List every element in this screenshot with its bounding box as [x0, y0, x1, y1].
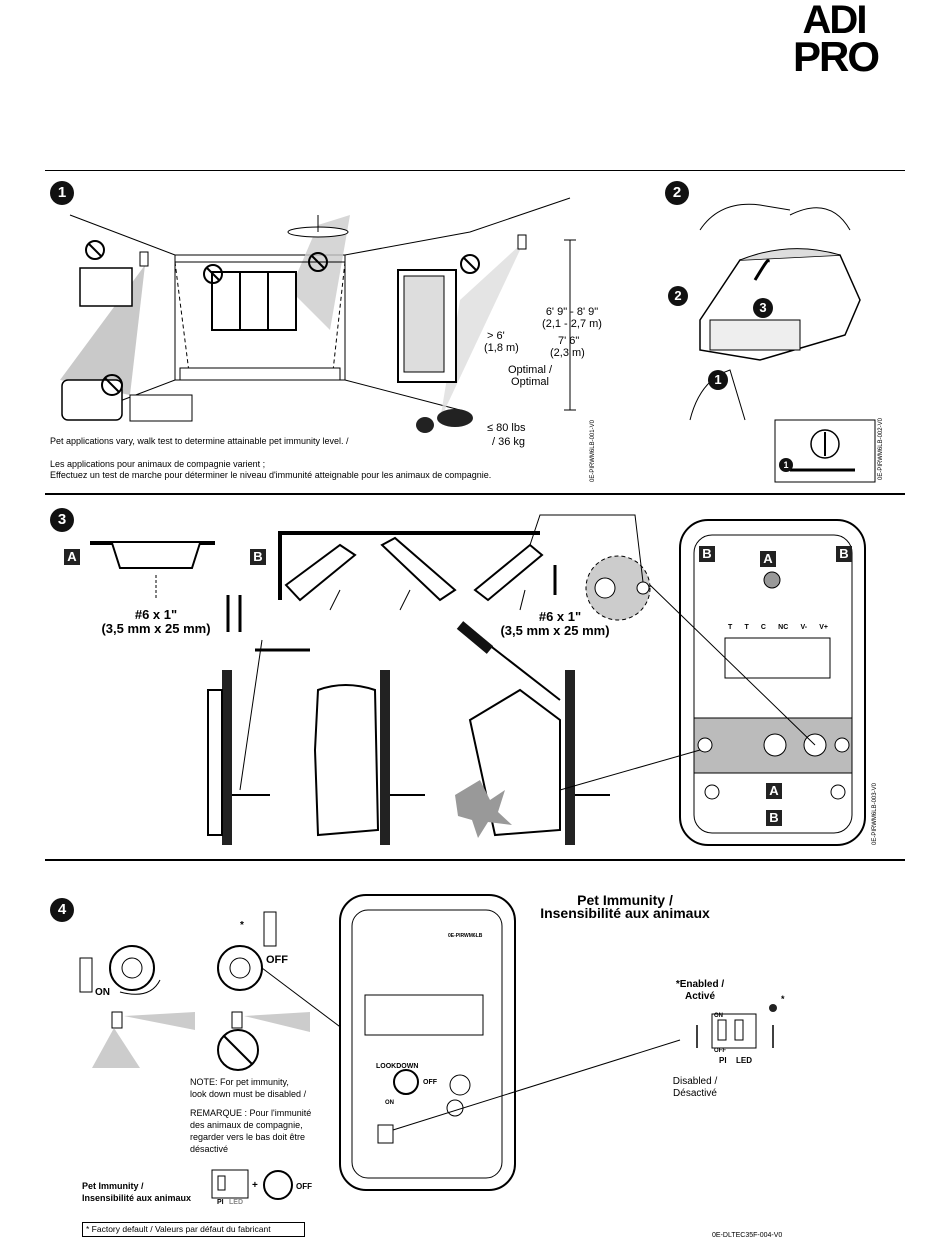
brand-line2: PRO	[793, 33, 880, 80]
pet-note-fr-1: Les applications pour animaux de compagn…	[50, 459, 266, 469]
remarque-line-1: REMARQUE : Pour l'immunité	[190, 1108, 312, 1118]
pet-note-fr-2: Effectuez un test de marche pour détermi…	[50, 470, 492, 480]
board-label: 0E-PIRWM6LB	[448, 933, 483, 939]
lookdown-label: LOOKDOWN	[376, 1063, 419, 1070]
remarque-line-2: des animaux de compagnie,	[190, 1120, 303, 1130]
min-height: > 6'	[487, 330, 505, 342]
plate-label-a-bottom: A	[766, 783, 782, 799]
callout-3: 3	[753, 298, 773, 318]
step-number-3: 3	[50, 508, 74, 532]
led-asterisk: *	[781, 994, 785, 1004]
bottom-off-label: OFF	[296, 1182, 312, 1191]
dip-led-label: LED	[736, 1056, 752, 1065]
optimal-height-metric: (2,3 m)	[550, 347, 585, 359]
bottom-pi-label: PI	[217, 1199, 224, 1206]
dip-on-label: ON	[714, 1013, 723, 1019]
bottom-led-label: LED	[229, 1199, 243, 1206]
plate-label-b-left: B	[699, 546, 715, 562]
board-off-label: OFF	[423, 1079, 437, 1086]
optimal-label-fr: Optimal	[511, 376, 549, 388]
screw-a-metric: (3,5 mm x 25 mm)	[101, 621, 211, 636]
height-range: 6' 9" - 8' 9"	[545, 306, 599, 318]
disabled-label: Disabled /	[672, 1076, 718, 1087]
pet-weight-metric: / 36 kg	[492, 436, 526, 448]
pet-weight: ≤ 80 lbs	[487, 422, 526, 434]
asterisk-middle: *	[240, 920, 244, 931]
section-rule-2	[45, 859, 905, 861]
terminal-label: V+	[819, 624, 828, 631]
plate-label-a: A	[760, 551, 776, 567]
remarque-line-3: regarder vers le bas doit être	[190, 1132, 306, 1142]
min-height-metric: (1,8 m)	[484, 342, 519, 354]
terminal-label: C	[760, 624, 766, 631]
pet-immunity-title: Pet Immunity /	[577, 892, 673, 908]
terminal-label: T	[744, 624, 749, 631]
enabled-label-fr: Activé	[684, 991, 715, 1002]
callout-2: 2	[668, 286, 688, 306]
callout-small-1: 1	[779, 458, 793, 472]
terminal-label: NC	[778, 624, 789, 631]
plate-label-b-bottom: B	[766, 810, 782, 826]
board-on-label: ON	[385, 1100, 394, 1106]
factory-default-note: * Factory default / Valeurs par défaut d…	[82, 1222, 305, 1237]
optimal-height: 7' 6"	[558, 335, 580, 347]
optimal-label: Optimal /	[507, 364, 552, 376]
label-b: B	[250, 549, 266, 565]
pet-immunity-bottom: Pet Immunity /	[82, 1181, 144, 1191]
dip-pi-label: PI	[719, 1056, 727, 1065]
code-step4: 0E-DLTEC35F-004-V0	[712, 1232, 783, 1239]
callout-1: 1	[708, 370, 728, 390]
brand-logo: ADI PRO	[793, 0, 880, 80]
label-a: A	[64, 549, 80, 565]
terminal-label: V-	[800, 624, 808, 631]
bottom-plus: +	[252, 1180, 258, 1191]
terminal-label: T	[728, 624, 733, 631]
height-range-metric: (2,1 - 2,7 m)	[542, 318, 602, 330]
screw-a-size: #6 x 1"	[134, 607, 178, 622]
section-rule-top	[45, 170, 905, 171]
remarque-line-4: désactivé	[190, 1144, 229, 1154]
screw-b-metric: (3,5 mm x 25 mm)	[500, 623, 610, 638]
dip-off-label: OFF	[714, 1048, 726, 1054]
enabled-label: *Enabled /	[675, 979, 725, 990]
step-number-1: 1	[50, 181, 74, 205]
on-label-left: ON	[95, 987, 110, 998]
terminal-row: T T C NC V- V+	[728, 622, 828, 634]
disabled-label-fr: Désactivé	[673, 1088, 717, 1099]
pet-note-en: Pet applications vary, walk test to dete…	[50, 436, 349, 446]
step-number-4: 4	[50, 898, 74, 922]
plate-label-b-right: B	[836, 546, 852, 562]
pet-immunity-title-fr: Insensibilité aux animaux	[540, 905, 710, 921]
pet-immunity-bottom-fr: Insensibilité aux animaux	[82, 1193, 192, 1203]
note-line-1: NOTE: For pet immunity,	[190, 1077, 289, 1087]
screw-b-size: #6 x 1"	[538, 609, 582, 624]
step-number-2: 2	[665, 181, 689, 205]
brand-line1: ADI	[802, 0, 868, 42]
section-rule-1	[45, 493, 905, 495]
off-label-middle: OFF	[266, 954, 288, 966]
note-line-2: look down must be disabled /	[190, 1089, 307, 1099]
